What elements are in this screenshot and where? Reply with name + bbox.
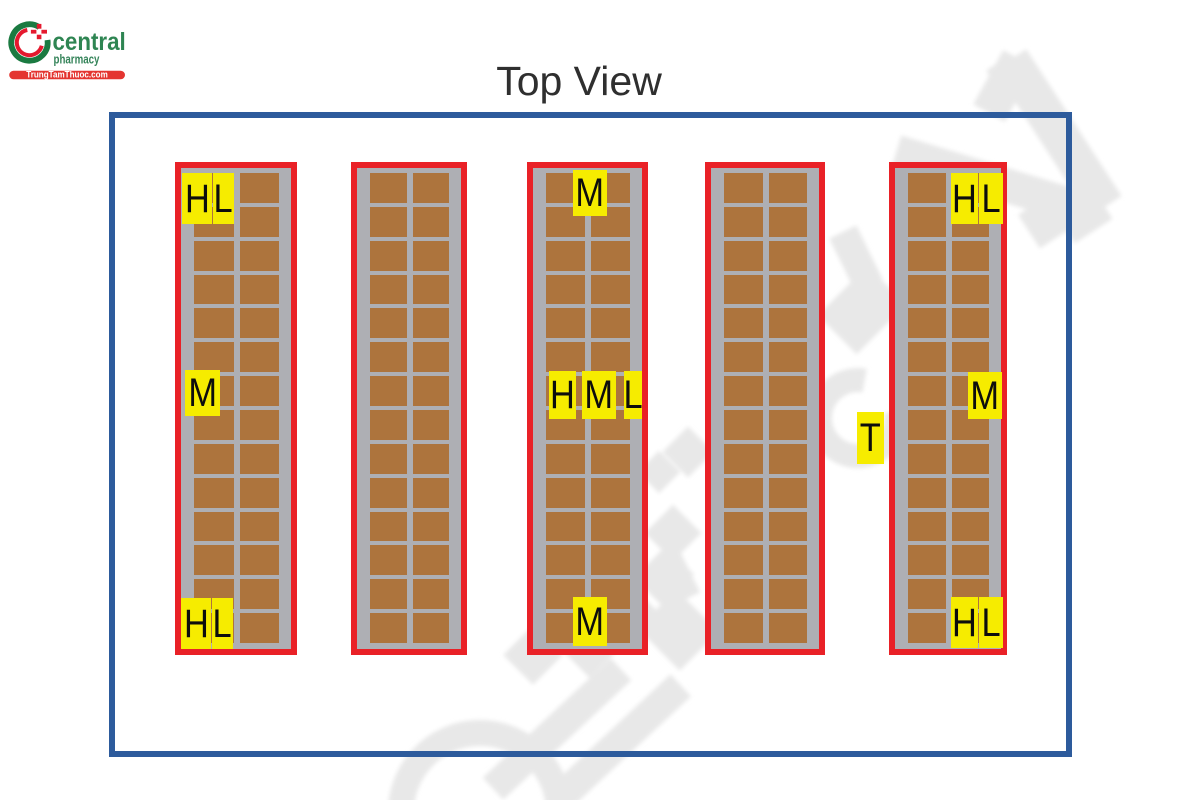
svg-text:central: central bbox=[53, 28, 126, 57]
svg-text:pharmacy: pharmacy bbox=[54, 53, 101, 66]
svg-text:TrungTamThuoc.com: TrungTamThuoc.com bbox=[26, 69, 108, 79]
